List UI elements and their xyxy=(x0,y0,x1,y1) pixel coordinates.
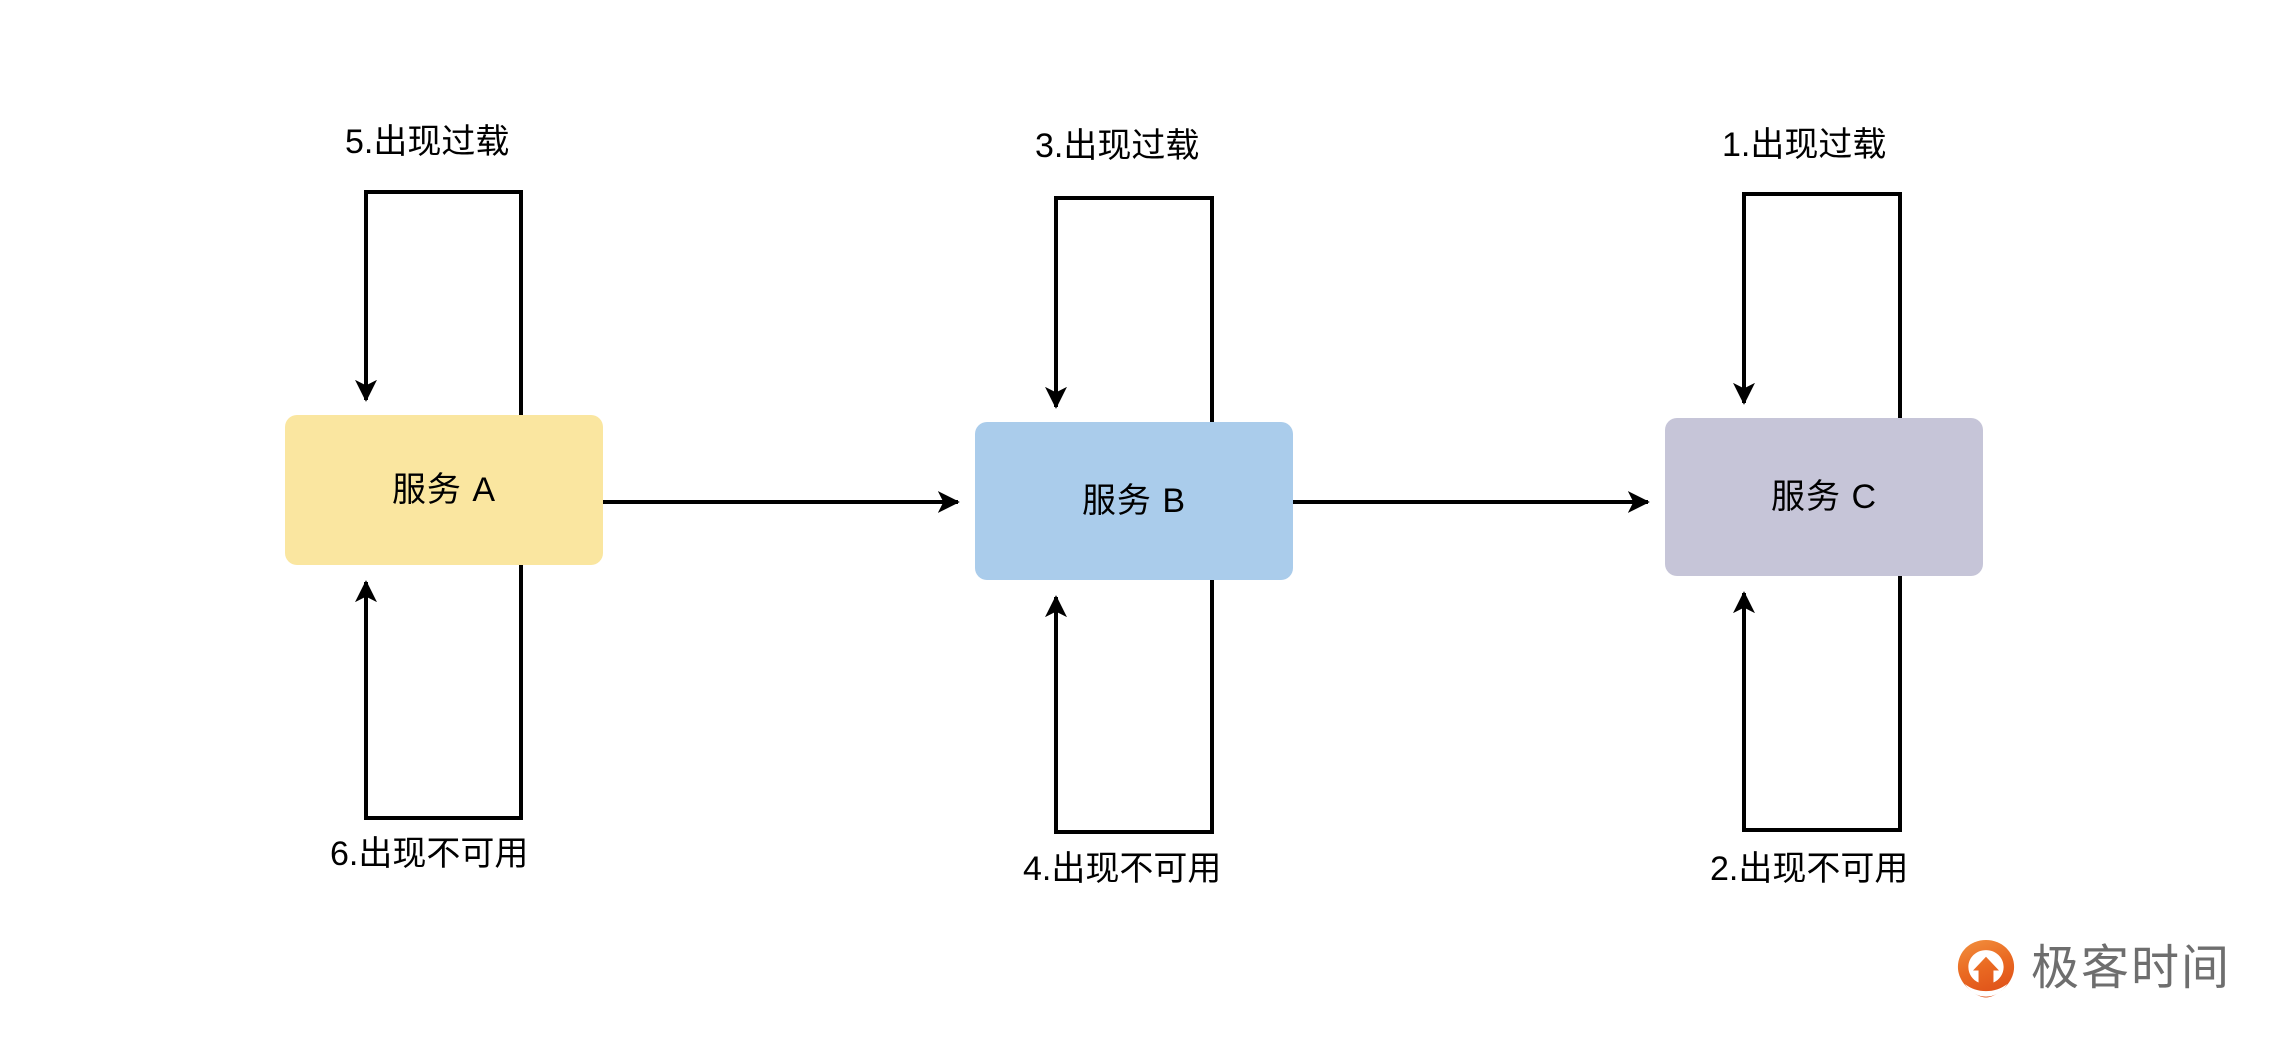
edge-label-b-overload: 3.出现过载 xyxy=(1035,127,1200,165)
self-loop-a-unavailable xyxy=(355,565,523,820)
self-loop-c-overload xyxy=(1733,192,1902,418)
service-node-c[interactable]: 服务 C xyxy=(1665,418,1983,576)
service-node-a[interactable]: 服务 A xyxy=(285,415,603,565)
service-node-b[interactable]: 服务 B xyxy=(975,422,1293,580)
self-loop-c-unavailable xyxy=(1733,576,1902,832)
edge-label-c-unavailable: 2.出现不可用 xyxy=(1710,850,1909,888)
edge-label-b-unavailable: 4.出现不可用 xyxy=(1023,850,1222,888)
brand-wordmark: 极客时间 xyxy=(2031,942,2232,995)
service-node-c-label: 服务 C xyxy=(1771,478,1877,516)
brand-watermark: 极客时间 xyxy=(1955,938,2231,1000)
service-node-b-label: 服务 B xyxy=(1081,482,1187,520)
edge-label-a-overload: 5.出现过载 xyxy=(345,123,510,161)
self-loop-b-overload xyxy=(1045,196,1214,422)
self-loop-a-overload xyxy=(355,190,523,415)
self-loop-b-unavailable xyxy=(1045,580,1214,834)
edge-label-a-unavailable: 6.出现不可用 xyxy=(330,835,529,873)
edge-label-c-overload: 1.出现过载 xyxy=(1722,126,1887,164)
service-node-a-label: 服务 A xyxy=(391,471,497,509)
geektime-pin-icon xyxy=(1957,939,2015,998)
